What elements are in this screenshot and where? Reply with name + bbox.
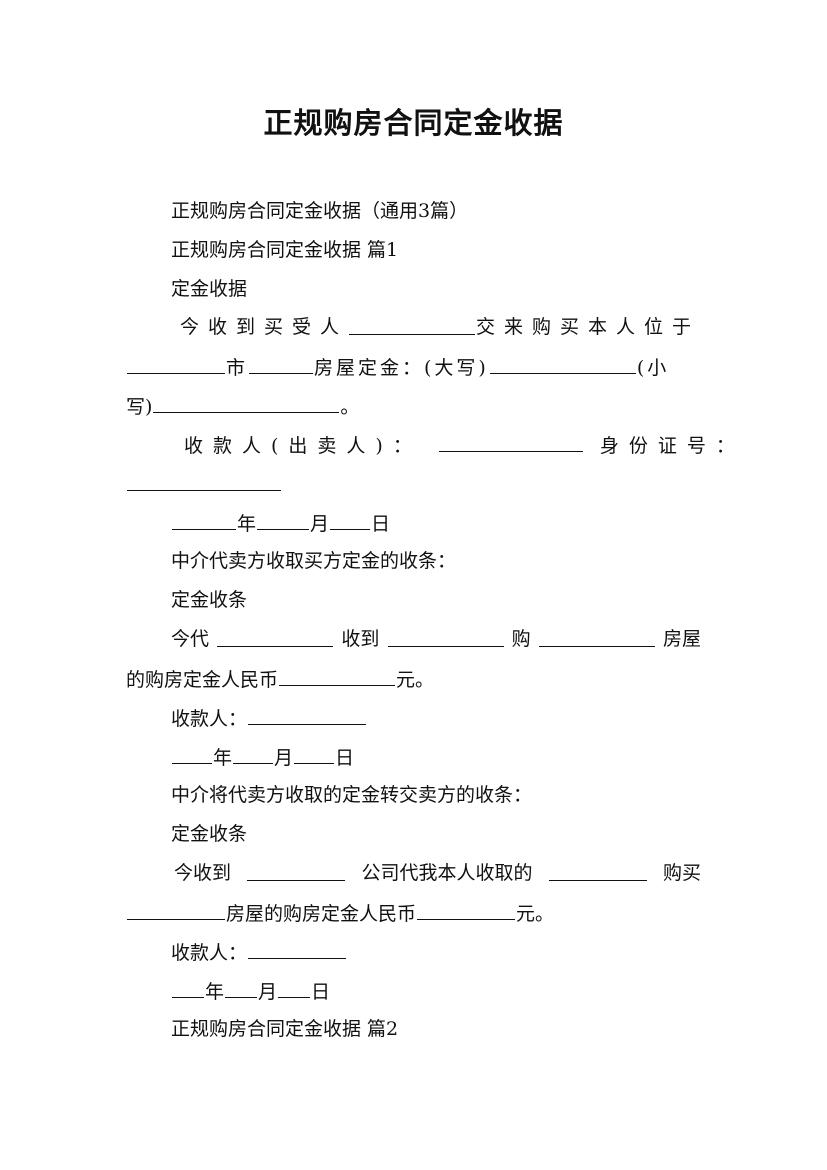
text-segment: 购: [511, 628, 531, 650]
text-segment: 月: [258, 981, 278, 1003]
receipt-line-3: 写) 。: [126, 392, 359, 420]
blank-field: [247, 860, 346, 881]
text-segment: 身份证号：: [599, 435, 745, 457]
text-segment: 年: [205, 981, 225, 1003]
text-segment: 月: [274, 747, 294, 769]
blank-field: [172, 509, 236, 530]
text-segment: 收款人：: [171, 708, 248, 730]
blank-field: [225, 977, 258, 998]
text-segment: 购买: [662, 862, 701, 884]
receipt-note-heading-2: 定金收条: [171, 823, 248, 845]
date-line-3: 年月日: [171, 977, 330, 1005]
text-segment: 公司代我本人收取的: [361, 862, 533, 884]
blank-field: [172, 977, 204, 998]
blank-field: [279, 665, 396, 686]
blank-field: [387, 626, 504, 647]
text-segment: 交来购买本人位于: [475, 316, 700, 338]
receipt-line-2: 市 房屋定金：(大写) (小: [126, 353, 669, 381]
blank-field: [489, 353, 636, 374]
text-segment: 房屋: [662, 628, 701, 650]
text-segment: 收到: [341, 628, 380, 650]
text-segment: 市: [226, 357, 249, 379]
text-segment: 日: [371, 513, 391, 535]
text-segment: 房屋定金：(大写): [314, 357, 489, 379]
payee-line-3: 收款人：: [171, 938, 347, 966]
date-line-2: 年月日: [171, 743, 354, 771]
text-segment: 的购房定金人民币: [126, 669, 279, 691]
blank-field: [417, 899, 516, 920]
text-segment: 月: [310, 513, 330, 535]
id-number-line: [126, 470, 282, 498]
transfer-line-2: 房屋的购房定金人民币 元。: [126, 899, 554, 927]
blank-field: [127, 353, 225, 374]
agent-line-1: 今代 收到 购 房屋: [171, 626, 701, 652]
date-line-1: 年月日: [171, 509, 390, 537]
section-heading-2: 正规购房合同定金收据 篇2: [171, 1018, 399, 1040]
blank-field: [278, 977, 311, 998]
blank-field: [127, 899, 225, 920]
blank-field: [548, 860, 647, 881]
text-segment: 。: [340, 396, 360, 418]
text-segment: 年: [237, 513, 257, 535]
section-heading-1: 正规购房合同定金收据 篇1: [171, 239, 399, 261]
receipt-note-heading-1: 定金收条: [171, 589, 248, 611]
blank-field: [294, 743, 335, 764]
blank-field: [172, 743, 212, 764]
text-segment: 日: [311, 981, 331, 1003]
text-segment: 元。: [516, 903, 555, 925]
blank-field: [153, 392, 340, 413]
text-segment: 今代: [171, 628, 210, 650]
blank-field: [217, 626, 334, 647]
blank-field: [538, 626, 655, 647]
blank-field: [438, 431, 583, 452]
text-segment: 元。: [396, 669, 435, 691]
transfer-receipt-intro: 中介将代卖方收取的定金转交卖方的收条：: [171, 784, 533, 806]
text-segment: 今收到: [174, 862, 232, 884]
agent-receipt-intro: 中介代卖方收取买方定金的收条：: [171, 550, 457, 572]
agent-line-2: 的购房定金人民币 元。: [126, 665, 434, 693]
blank-field: [257, 509, 310, 530]
receipt-heading: 定金收据: [171, 278, 248, 300]
text-segment: 收款人：: [171, 942, 248, 964]
payee-line: 收款人(出卖人)： 身份证号：: [184, 431, 745, 459]
transfer-line-1: 今收到 公司代我本人收取的 购买: [174, 860, 701, 886]
paragraph-intro: 正规购房合同定金收据（通用3篇）: [171, 200, 469, 222]
text-segment: 写): [126, 396, 153, 418]
text-segment: 今收到买受人: [180, 316, 349, 338]
text-segment: 年: [213, 747, 233, 769]
document-title: 正规购房合同定金收据: [263, 106, 564, 140]
blank-field: [330, 509, 371, 530]
receipt-line-1: 今收到买受人 交来购买本人位于: [180, 314, 700, 340]
blank-field: [233, 743, 274, 764]
blank-field: [248, 938, 347, 959]
text-segment: 房屋的购房定金人民币: [226, 903, 417, 925]
text-segment: (小: [636, 357, 670, 379]
text-segment: 日: [335, 747, 355, 769]
payee-line-2: 收款人：: [171, 704, 367, 732]
blank-field: [127, 470, 281, 491]
blank-field: [248, 704, 367, 725]
blank-field: [349, 314, 475, 335]
blank-field: [249, 353, 314, 374]
text-segment: 收款人(出卖人)：: [184, 435, 422, 457]
